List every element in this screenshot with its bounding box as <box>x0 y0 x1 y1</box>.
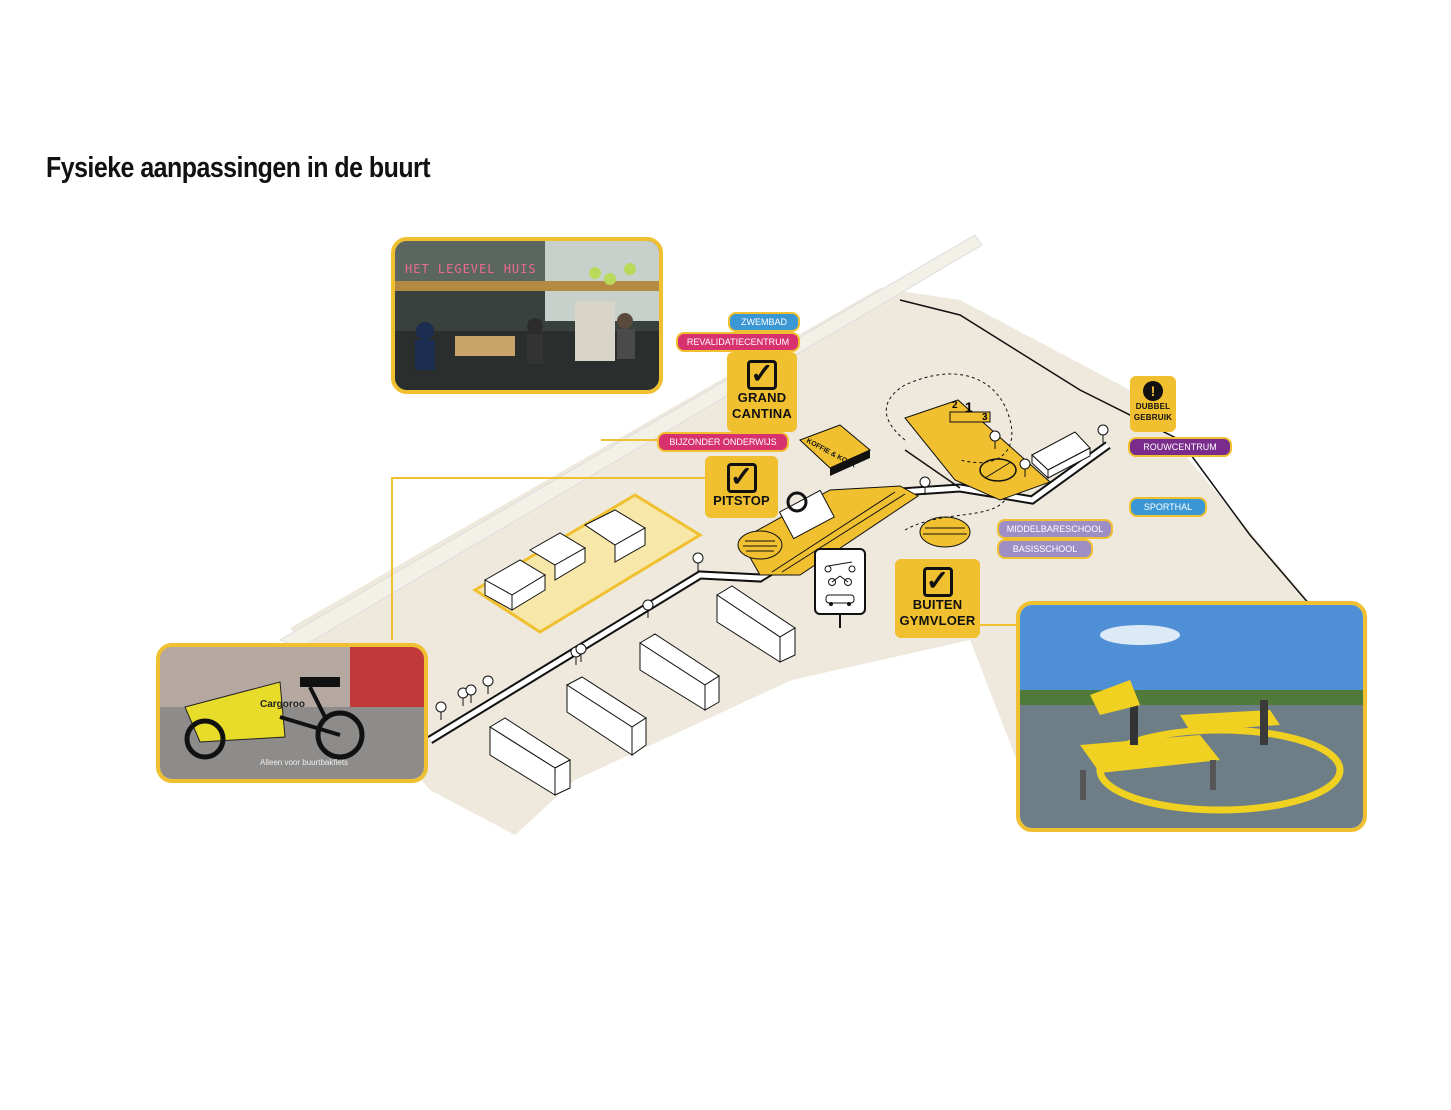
tag-revalidatiecentrum: REVALIDATIECENTRUM <box>676 332 800 352</box>
photo-gym-floor <box>1016 601 1367 832</box>
bike-brand: Cargoroo <box>260 699 305 710</box>
tag-rouwcentrum: ROUWCENTRUM <box>1128 437 1232 457</box>
checkbox-icon: ✓ <box>922 567 953 597</box>
checkbox-icon: ✓ <box>747 360 777 390</box>
checkbox-icon: ✓ <box>726 463 757 493</box>
photo-cantina: HET LEGEVEL HUIS <box>391 237 663 394</box>
badge-pitstop: ✓ PITSTOP <box>705 456 778 518</box>
badge-dubbel-gebruik: ! DUBBEL GEBRUIK <box>1130 376 1176 432</box>
pitstop-circle <box>737 530 783 560</box>
tag-basisschool: BASISSCHOOL <box>997 539 1093 559</box>
mobility-sign-icon <box>814 548 866 628</box>
cantina-sign: HET LEGEVEL HUIS <box>405 262 537 276</box>
badge-buiten-gymvloer: ✓ BUITEN GYMVLOER <box>895 559 980 638</box>
podium-second: 2 <box>952 400 958 411</box>
tag-zwembad: ZWEMBAD <box>728 312 800 332</box>
pitstop-label: PITSTOP <box>713 493 770 508</box>
pitstop-path <box>739 485 919 576</box>
tag-middelbareschool: MIDDELBARESCHOOL <box>997 519 1113 539</box>
tag-sporthal: SPORTHAL <box>1129 497 1207 517</box>
dubbel-gebruik-line1: DUBBEL <box>1135 402 1171 411</box>
buiten-gymvloer-line1: BUITEN <box>912 597 963 612</box>
tag-bijzonder-onderwijs: BIJZONDER ONDERWIJS <box>657 432 789 452</box>
grand-cantina-line1: GRAND <box>737 390 787 405</box>
grand-cantina-line2: CANTINA <box>732 406 792 421</box>
badge-grand-cantina: ✓ GRAND CANTINA <box>727 352 797 432</box>
podium-first: 1 <box>965 399 973 415</box>
buildings <box>489 585 796 796</box>
podium-third: 3 <box>982 412 988 423</box>
photo-cargo-bike: Cargoroo Alleen voor buurtbakfiets <box>156 643 428 783</box>
dubbel-gebruik-line2: GEBRUIK <box>1133 413 1173 422</box>
buiten-gymvloer-line2: GYMVLOER <box>899 613 976 628</box>
page-title: Fysieke aanpassingen in de buurt <box>46 152 431 184</box>
trees <box>435 424 1109 720</box>
bike-ground-text: Alleen voor buurtbakfiets <box>260 758 348 767</box>
alert-icon: ! <box>1143 381 1163 401</box>
